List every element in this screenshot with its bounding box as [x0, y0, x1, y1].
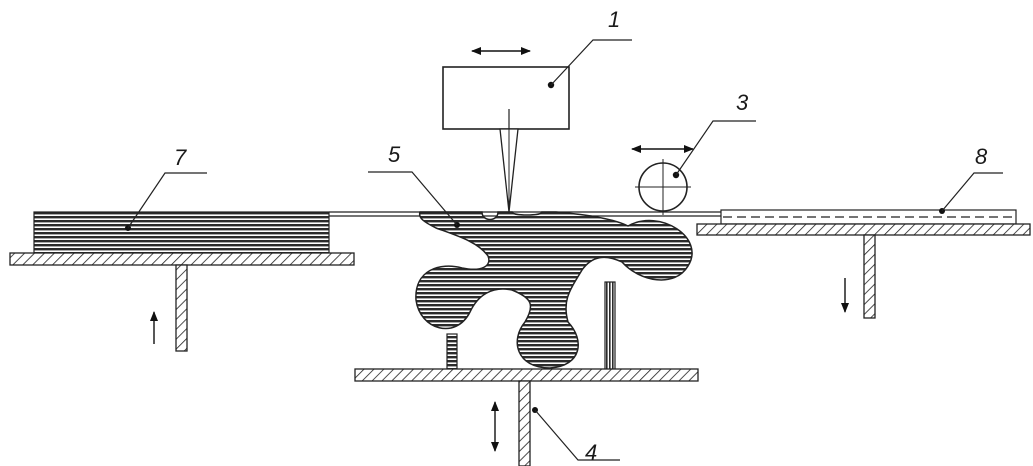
label-feed-stack: 7 [174, 145, 187, 170]
label-platform: 4 [585, 440, 598, 465]
laser-beam [499, 128, 519, 220]
waste-table [696, 223, 1031, 319]
laser-head [442, 66, 570, 133]
support-post-left [446, 333, 458, 371]
build-platform [354, 368, 699, 466]
feed-stack [33, 211, 330, 254]
label-part: 5 [388, 142, 401, 167]
label-roller: 3 [736, 90, 749, 115]
support-post-right [604, 281, 616, 371]
leader-lines [127, 39, 1003, 461]
label-waste: 8 [975, 144, 988, 169]
heated-roller [635, 159, 691, 215]
label-laser: 1 [608, 7, 621, 32]
feed-table [9, 252, 355, 352]
waste-material [720, 208, 1017, 225]
